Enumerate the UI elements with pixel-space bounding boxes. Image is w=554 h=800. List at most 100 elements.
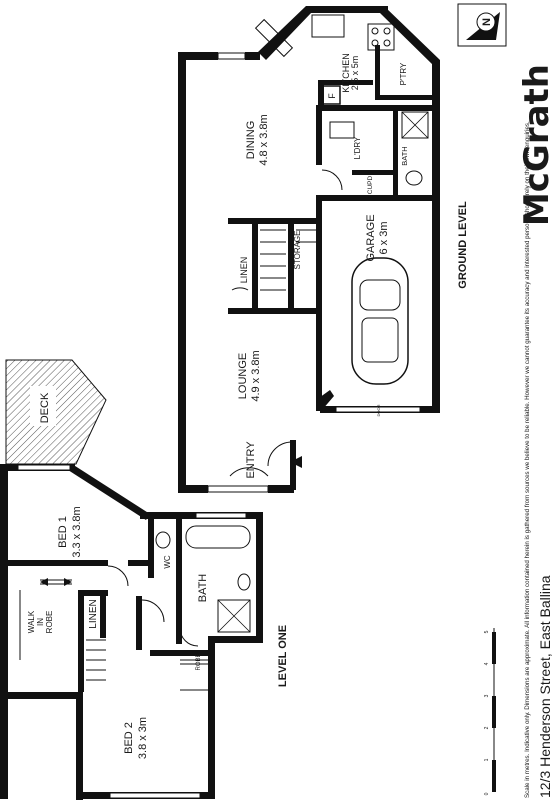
- property-address: 12/3 Henderson Street, East Ballina: [537, 575, 553, 798]
- wall: [228, 218, 320, 224]
- toilet: [155, 531, 171, 549]
- ground-level-title: GROUND LEVEL: [457, 201, 469, 289]
- scale-bar: 0 1 2 3 4 5: [484, 628, 496, 795]
- wall: [432, 60, 440, 410]
- wall: [148, 514, 154, 578]
- shower: [217, 599, 251, 633]
- wall: [176, 514, 182, 644]
- bathtub: [185, 525, 251, 549]
- room-entry-name: ENTRY: [245, 441, 257, 479]
- shower: [217, 599, 251, 633]
- scale-tick-label: 1: [484, 758, 490, 761]
- wall: [316, 105, 322, 165]
- door-swing: [179, 627, 199, 647]
- room-bed2-size: 3.8 x 3m: [137, 717, 149, 759]
- room-storage-name: STORAGE: [293, 231, 302, 270]
- door-swing: [229, 467, 269, 477]
- wall: [316, 195, 322, 411]
- laundry-tub: [329, 121, 355, 139]
- wall: [150, 650, 214, 656]
- sink: [311, 14, 345, 38]
- wall: [252, 218, 258, 308]
- window: [109, 792, 201, 799]
- compass-circle: [476, 12, 496, 32]
- shower: [401, 111, 429, 139]
- wall: [306, 6, 388, 13]
- scale-tick-label: 3: [484, 694, 490, 697]
- entry-arrow-icon: [290, 456, 302, 468]
- stair-treads: [86, 639, 106, 681]
- cooktop: [367, 23, 395, 51]
- room-laundry-name: L'DRY: [353, 136, 362, 159]
- wall: [100, 596, 106, 638]
- deck-label-bg: [30, 386, 56, 426]
- room-wc-name: WC: [163, 555, 172, 569]
- scale-tick-label: 2: [484, 726, 490, 729]
- wall: [352, 170, 394, 175]
- wall: [78, 590, 84, 692]
- basin: [237, 573, 251, 591]
- disclaimer-text: Scale in metres. Indicative only. Dimens…: [524, 121, 531, 798]
- room-dining-name: DINING: [245, 121, 257, 160]
- fridge-space: [321, 85, 341, 105]
- wall: [375, 45, 380, 100]
- room-bed2-name: BED 2: [123, 722, 135, 754]
- scale-tick-label: 5: [484, 630, 490, 633]
- door-swing: [267, 441, 293, 467]
- arrow-icon: [40, 578, 48, 586]
- wall: [378, 95, 433, 100]
- wall: [256, 512, 263, 642]
- room-linen-name: LINEN: [88, 599, 99, 628]
- wall: [322, 195, 440, 201]
- door-swing: [231, 287, 249, 291]
- scale-tick-label: 4: [484, 662, 490, 665]
- level-one-title: LEVEL ONE: [277, 625, 289, 687]
- stair-treads: [260, 229, 316, 291]
- wall: [290, 440, 296, 490]
- wall: [268, 485, 294, 493]
- door-swing: [321, 169, 343, 191]
- wall: [128, 560, 154, 566]
- wall: [318, 80, 373, 85]
- wall: [136, 596, 142, 650]
- walk-in-robe-line3: ROBE: [45, 611, 54, 634]
- room-deck-name: DECK: [39, 392, 51, 423]
- wall: [228, 308, 320, 314]
- wall: [178, 52, 218, 60]
- room-fridge-name: F: [327, 93, 337, 99]
- wall: [380, 6, 440, 66]
- wall: [178, 485, 208, 493]
- room-cupboard-name: CUPD: [367, 175, 374, 194]
- wall: [316, 105, 436, 111]
- wall: [78, 590, 108, 596]
- room-bed1-size: 3.3 x 3.8m: [71, 506, 83, 557]
- wall: [68, 464, 150, 520]
- car-icon: [351, 257, 409, 385]
- wall: [76, 692, 83, 800]
- scale-tick-label: 0: [484, 792, 490, 795]
- room-dining-size: 4.8 x 3.8m: [258, 114, 270, 165]
- room-kitchen-size: 2.5 x 5m: [350, 56, 360, 91]
- shower: [401, 111, 429, 139]
- wall: [178, 52, 186, 492]
- window: [195, 512, 247, 519]
- window: [217, 52, 246, 60]
- wall: [393, 105, 398, 195]
- window: [207, 485, 269, 493]
- bench: [254, 18, 294, 58]
- room-lounge-name: LOUNGE: [237, 353, 249, 399]
- room-bath-name: BATH: [197, 574, 209, 603]
- wall: [0, 692, 80, 699]
- wall: [316, 390, 334, 410]
- room-bed1-name: BED 1: [57, 516, 69, 548]
- walk-in-robe-line2: IN: [36, 618, 45, 626]
- wall: [288, 218, 294, 308]
- window: [17, 464, 71, 471]
- compass-letter: N: [481, 18, 493, 26]
- brand-logo: McGrath: [517, 64, 554, 226]
- room-garage-name: GARAGE: [365, 214, 377, 261]
- room-linen-name: LINEN: [239, 257, 249, 284]
- wall: [258, 6, 312, 60]
- room-bath-name: BATH: [400, 146, 409, 165]
